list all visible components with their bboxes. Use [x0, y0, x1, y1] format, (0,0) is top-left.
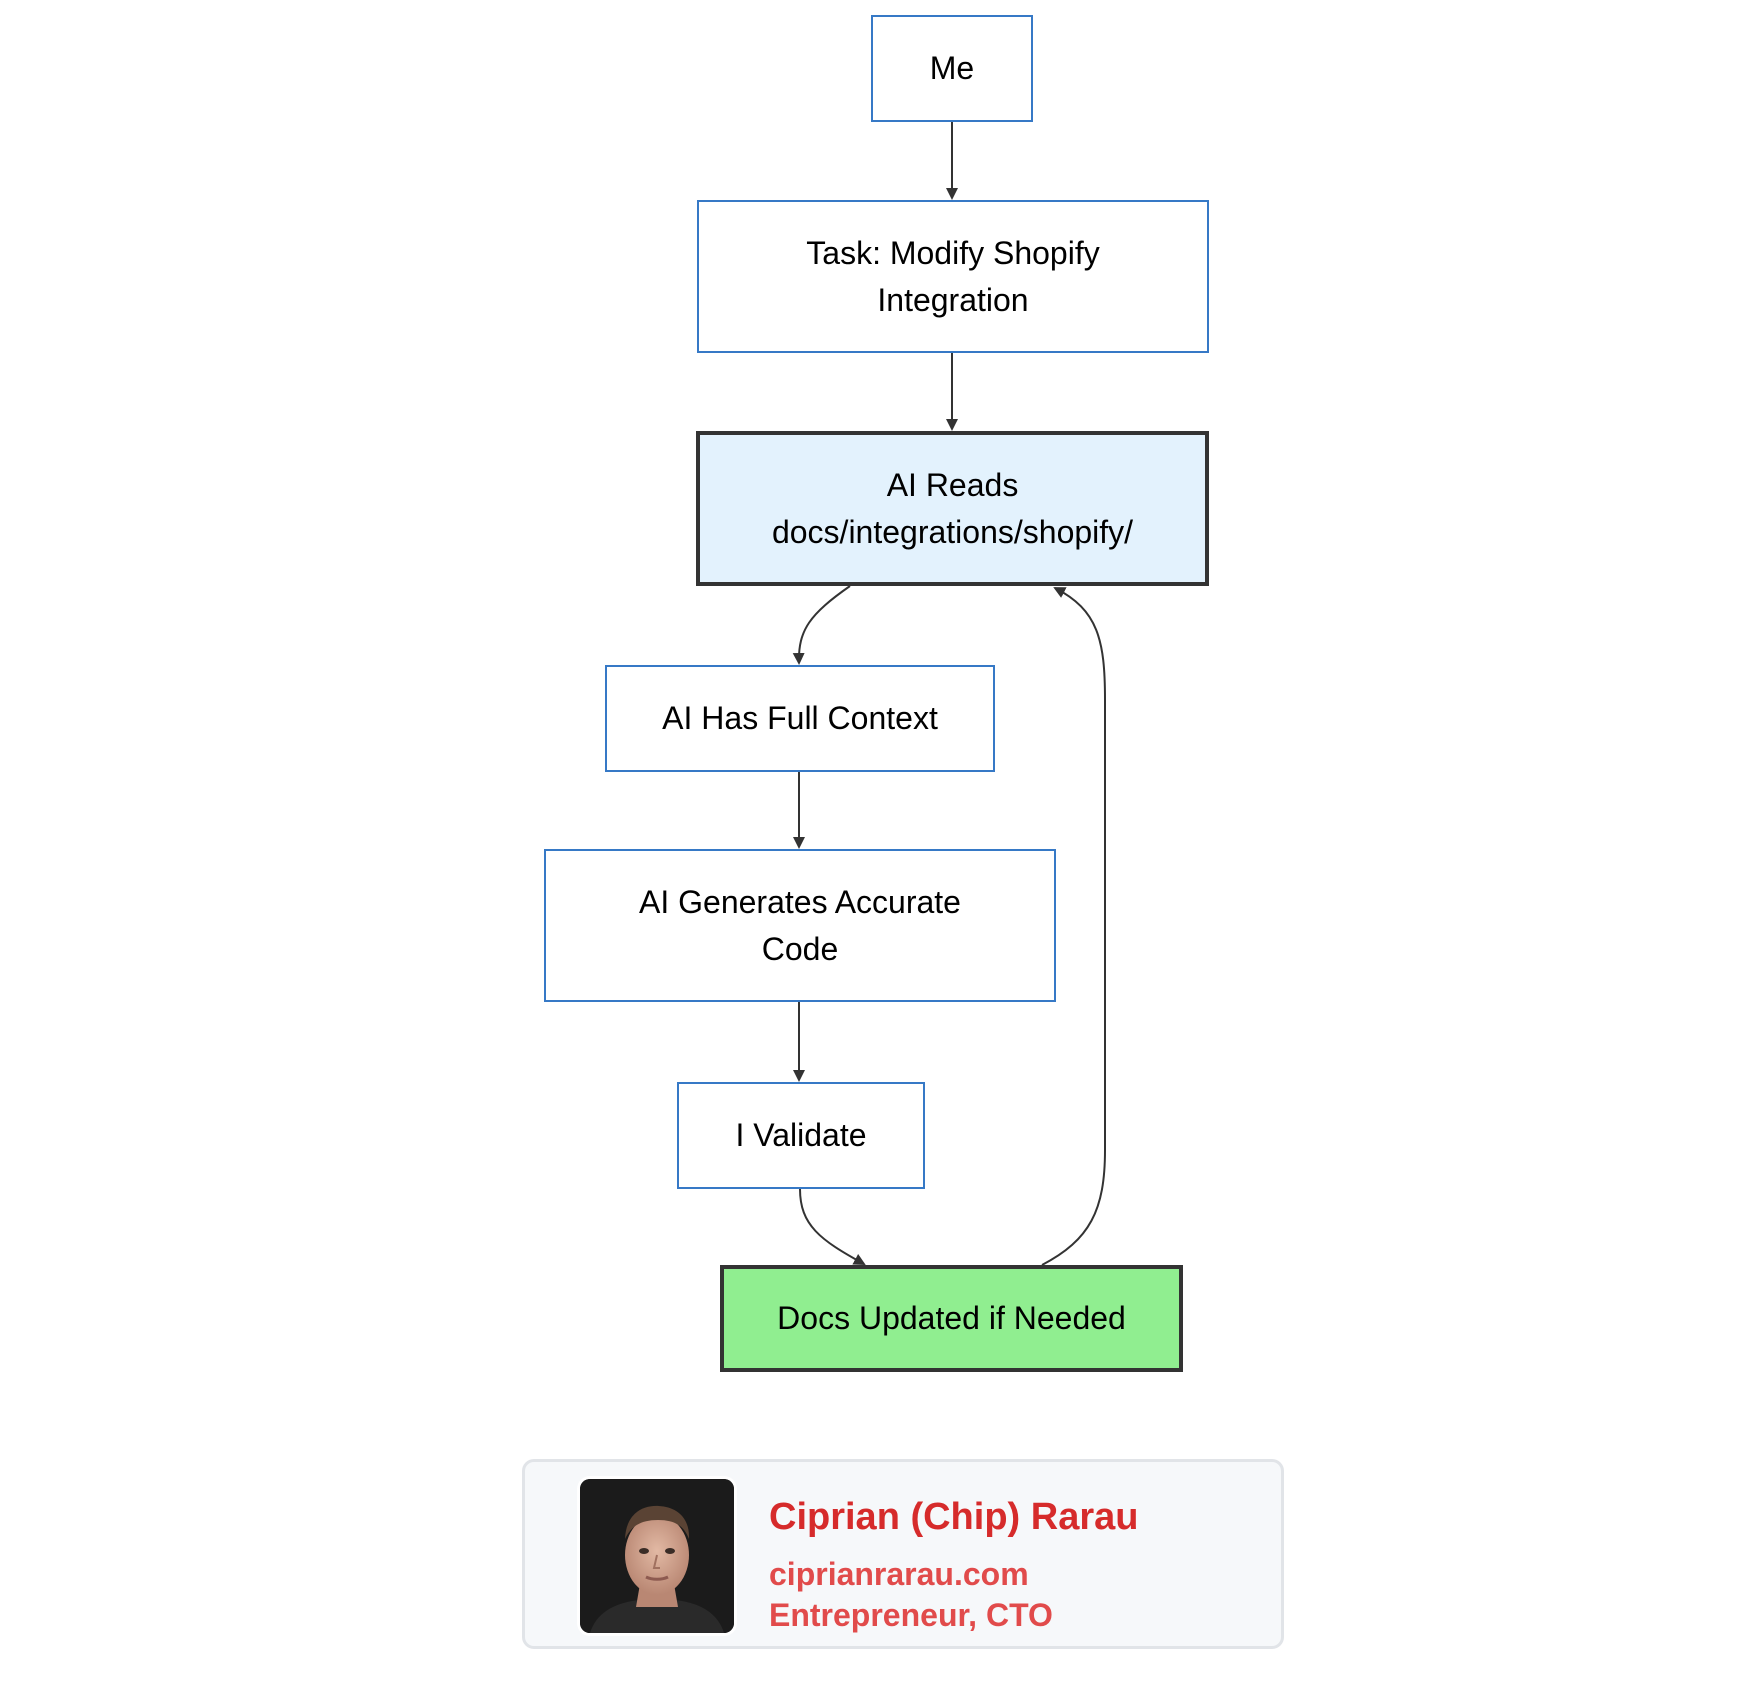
- node-ai-generates-label-line2: Code: [761, 930, 839, 967]
- node-ai-generates-code: AI Generates Accurate Code: [544, 849, 1056, 1002]
- edge-docs-to-reads: [1041, 587, 1106, 1266]
- node-ai-reads-label-line1: AI Reads: [886, 466, 1019, 503]
- author-name: Ciprian (Chip) Rarau: [769, 1496, 1139, 1538]
- node-docs-updated-label: Docs Updated if Needed: [777, 1300, 1126, 1336]
- node-me: Me: [871, 15, 1033, 122]
- author-website-link[interactable]: ciprianrarau.com: [769, 1556, 1029, 1592]
- author-card: Ciprian (Chip) Rarau ciprianrarau.com En…: [522, 1459, 1284, 1649]
- avatar: [580, 1479, 734, 1633]
- node-ai-reads: AI Reads docs/integrations/shopify/: [696, 431, 1209, 586]
- node-docs-updated: Docs Updated if Needed: [720, 1265, 1183, 1372]
- edge-reads-to-context: [792, 585, 851, 665]
- node-ai-reads-label-line2: docs/integrations/shopify/: [771, 513, 1134, 550]
- flow-edges: [792, 122, 1106, 1266]
- node-i-validate: I Validate: [677, 1082, 925, 1189]
- node-task-label-line1: Task: Modify Shopify: [806, 234, 1100, 271]
- author-role: Entrepreneur, CTO: [769, 1597, 1053, 1633]
- person-portrait-icon: [580, 1479, 734, 1633]
- edge-validate-to-docs: [799, 1188, 866, 1265]
- node-ai-generates-label-line1: AI Generates Accurate: [639, 883, 961, 920]
- node-me-label: Me: [929, 50, 975, 86]
- node-ai-full-context: AI Has Full Context: [605, 665, 995, 772]
- node-task-label-line2: Integration: [877, 281, 1029, 318]
- node-i-validate-label: I Validate: [735, 1117, 867, 1153]
- node-ai-full-context-label: AI Has Full Context: [662, 700, 938, 736]
- node-task: Task: Modify Shopify Integration: [697, 200, 1209, 353]
